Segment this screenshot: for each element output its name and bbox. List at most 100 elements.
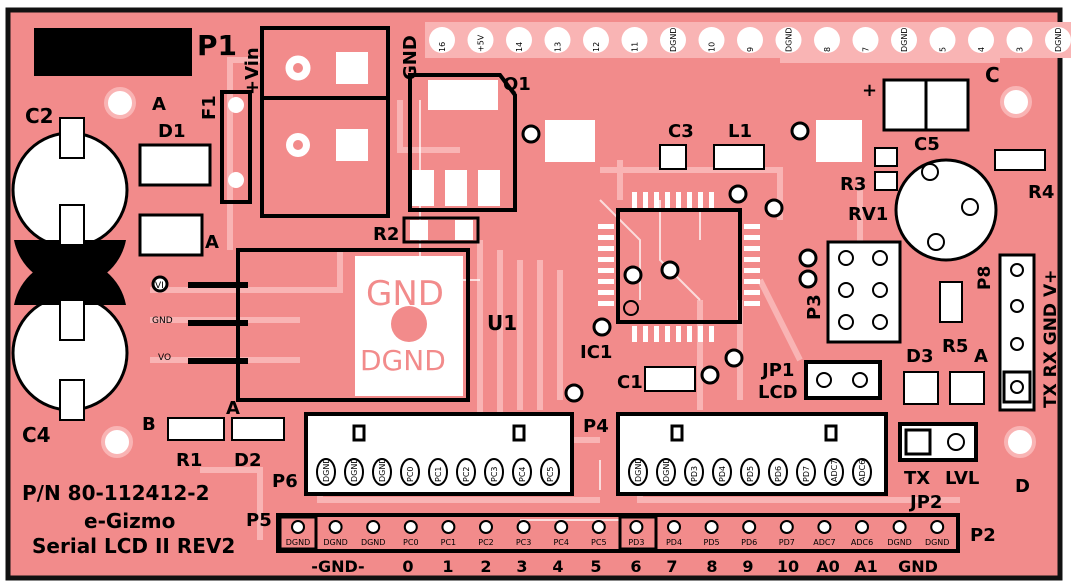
ic1-pins: [598, 192, 760, 342]
r5-resistor: [939, 281, 963, 323]
p6-pin: [316, 458, 336, 486]
p1-pad-2: [336, 52, 368, 84]
lcd-label: LCD: [758, 382, 798, 403]
c-top-cap-a: [882, 78, 928, 132]
bottom-row-label: 7: [666, 557, 677, 576]
top-header-pin-label: 11: [631, 42, 640, 52]
product-name: Serial LCD II REV2: [32, 534, 235, 558]
p6-pin: [512, 458, 532, 486]
top-header-pin-label: 10: [708, 42, 717, 52]
top-header-pin: [583, 27, 609, 53]
bottom-header-pin: [930, 520, 945, 534]
tx-label: TX: [904, 468, 930, 489]
top-header-pin-label: 14: [515, 42, 524, 52]
top-header-pin-label: DGND: [785, 27, 794, 52]
d3-label: D3: [906, 346, 933, 367]
d-right-label: D: [1015, 476, 1030, 497]
p8-pin-labels: TX RX GND V+: [1041, 270, 1061, 408]
top-header-pin-label: 8: [823, 47, 832, 52]
p6-pin: [372, 458, 392, 486]
p4-pin: [740, 458, 760, 486]
p6-pin-label: DGND: [322, 457, 331, 482]
r1-label: R1: [176, 450, 202, 471]
top-header-pin: [544, 27, 571, 53]
p6-pin: [344, 458, 364, 486]
p4-pin-label: PD4: [718, 466, 727, 482]
jp1-label: JP1: [760, 360, 794, 381]
bottom-row-label: -GND-: [311, 557, 364, 576]
bottom-header-pin: [779, 520, 794, 534]
c1-capacitor: [644, 366, 696, 392]
p4-pin: [852, 458, 872, 486]
plus-sign: +: [862, 80, 877, 101]
top-header-pin: [775, 27, 802, 53]
bottom-header-pin: [817, 520, 832, 534]
p4-pin-label: DGND: [662, 457, 671, 482]
top-header-pin: [1045, 27, 1071, 53]
top-header-pin-label: +5V: [477, 34, 486, 52]
d3-pad-b: [949, 371, 985, 405]
gnd-small-label: GND: [152, 316, 173, 326]
top-header-pin-label: 5: [939, 47, 948, 52]
p4-pin: [712, 458, 732, 486]
a-label-2: A: [205, 232, 219, 253]
bottom-header-pin: [366, 520, 381, 534]
bottom-header-pin-label: DGND: [286, 538, 311, 547]
p6-pin: [400, 458, 420, 486]
top-header-pin: [1006, 27, 1033, 53]
top-header-pin-label: 7: [862, 47, 871, 52]
c3-label: C3: [668, 121, 694, 142]
bottom-header-pin: [479, 520, 493, 534]
p6-pin: [428, 458, 448, 486]
bottom-row-label: 8: [706, 557, 717, 576]
a-label-4: A: [226, 398, 240, 419]
bottom-header-pin-label: PD7: [779, 538, 795, 547]
bottom-header-pin-label: PC4: [553, 538, 569, 547]
p6-pin: [540, 458, 560, 486]
p6-pin-label: PC0: [406, 467, 415, 483]
r4-label: R4: [1028, 182, 1054, 203]
bottom-header-pin-label: PD5: [704, 538, 720, 547]
top-header-pin: [929, 27, 956, 53]
d1-pad: [138, 213, 204, 257]
p4-pin: [824, 458, 844, 486]
f1-fuse: [220, 90, 252, 204]
top-header-pin: [506, 27, 532, 53]
brand-name: e-Gizmo: [84, 509, 175, 533]
p4-label: P4: [583, 416, 609, 437]
u1-dgnd-text: DGND: [360, 344, 446, 377]
rv1-label: RV1: [848, 204, 888, 225]
p8-label: P8: [975, 266, 995, 290]
vi-label: VI: [155, 281, 164, 291]
d2-diode: [231, 417, 285, 441]
bottom-header-pin: [441, 520, 456, 534]
top-header-pin: [852, 27, 879, 53]
r3-label: R3: [840, 174, 866, 195]
c3-capacitor: [659, 144, 687, 170]
bottom-header-pin: [554, 520, 569, 534]
bottom-header-pin: [328, 520, 343, 534]
p6-pin-label: PC2: [462, 467, 471, 483]
jp2-label: JP2: [908, 492, 942, 513]
p6-pin-label: PC3: [490, 467, 499, 483]
top-header-pin-label: 16: [438, 42, 447, 52]
top-header-pin-label: 3: [1016, 47, 1025, 52]
p6-pin-label: PC5: [546, 467, 555, 483]
top-header-pin-label: 13: [554, 42, 563, 52]
p3-label: P3: [804, 294, 825, 320]
bottom-row-label: 4: [552, 557, 563, 576]
bottom-header-pin: [291, 520, 305, 534]
p6-pin: [484, 458, 504, 486]
l1-label: L1: [728, 121, 752, 142]
bottom-header-pin-label: PC5: [591, 538, 607, 547]
vin-label: +Vin: [242, 47, 263, 95]
r4-resistor: [994, 149, 1046, 171]
bottom-header-pin-label: ADC7: [813, 538, 835, 547]
p4-pin-label: PD5: [746, 466, 755, 482]
bottom-row-label: A0: [816, 557, 840, 576]
mounting-holes: [101, 86, 1036, 458]
bottom-header-pin-label: DGND: [361, 538, 386, 547]
p4-pin: [684, 458, 704, 486]
pad-17: [816, 120, 862, 162]
